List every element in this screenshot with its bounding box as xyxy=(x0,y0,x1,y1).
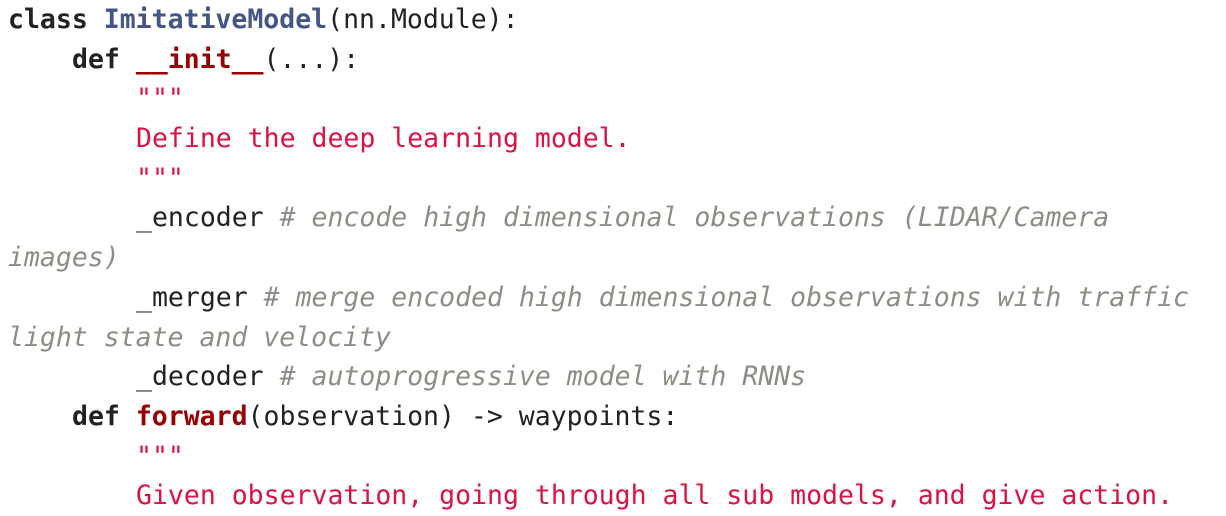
code-line-docstring-open: """ xyxy=(8,79,1218,119)
docstring-text: Define the deep learning model. xyxy=(136,123,631,155)
keyword-class: class xyxy=(8,4,88,35)
code-line-init-def: def __init__(...): xyxy=(8,40,1218,80)
docstring-text: Given observation, going through all sub… xyxy=(136,480,1174,512)
code-line-class: class ImitativeModel(nn.Module): xyxy=(8,0,1218,40)
encoder-name: _encoder xyxy=(136,202,264,234)
code-line-docstring-open-2: """ xyxy=(8,437,1218,477)
forward-function-name: forward xyxy=(135,400,248,432)
docstring-quotes: """ xyxy=(136,83,184,115)
class-base: (nn.Module): xyxy=(327,4,519,35)
docstring-quotes: """ xyxy=(136,162,184,194)
merger-comment-wrap: light state and velocity xyxy=(8,321,391,353)
code-line-forward-def: def forward(observation) -> waypoints: xyxy=(8,397,1218,437)
init-function-name: __init__ xyxy=(135,43,264,75)
code-line-encoder-wrap: images) xyxy=(8,238,1218,278)
merger-comment: # merge encoded high dimensional observa… xyxy=(263,281,1190,313)
code-line-merger-wrap: light state and velocity xyxy=(8,318,1218,358)
docstring-quotes: """ xyxy=(136,440,184,472)
class-name: ImitativeModel xyxy=(103,4,328,35)
code-line-decoder: _decoder # autoprogressive model with RN… xyxy=(8,357,1218,397)
code-line-docstring-text: Define the deep learning model. xyxy=(8,119,1218,159)
encoder-comment: # encode high dimensional observations (… xyxy=(279,202,1110,234)
code-line-docstring-text-2: Given observation, going through all sub… xyxy=(8,476,1218,516)
code-block: class ImitativeModel(nn.Module): def __i… xyxy=(8,0,1218,516)
code-line-docstring-close: """ xyxy=(8,159,1218,199)
code-line-encoder: _encoder # encode high dimensional obser… xyxy=(8,198,1218,238)
decoder-comment: # autoprogressive model with RNNs xyxy=(279,361,807,393)
keyword-def: def xyxy=(72,43,120,75)
code-line-merger: _merger # merge encoded high dimensional… xyxy=(8,278,1218,318)
init-params: (...): xyxy=(263,43,360,75)
keyword-def: def xyxy=(72,400,120,432)
decoder-name: _decoder xyxy=(136,361,264,393)
encoder-comment-wrap: images) xyxy=(8,242,120,274)
merger-name: _merger xyxy=(136,281,248,313)
forward-signature: (observation) -> waypoints: xyxy=(247,400,679,432)
